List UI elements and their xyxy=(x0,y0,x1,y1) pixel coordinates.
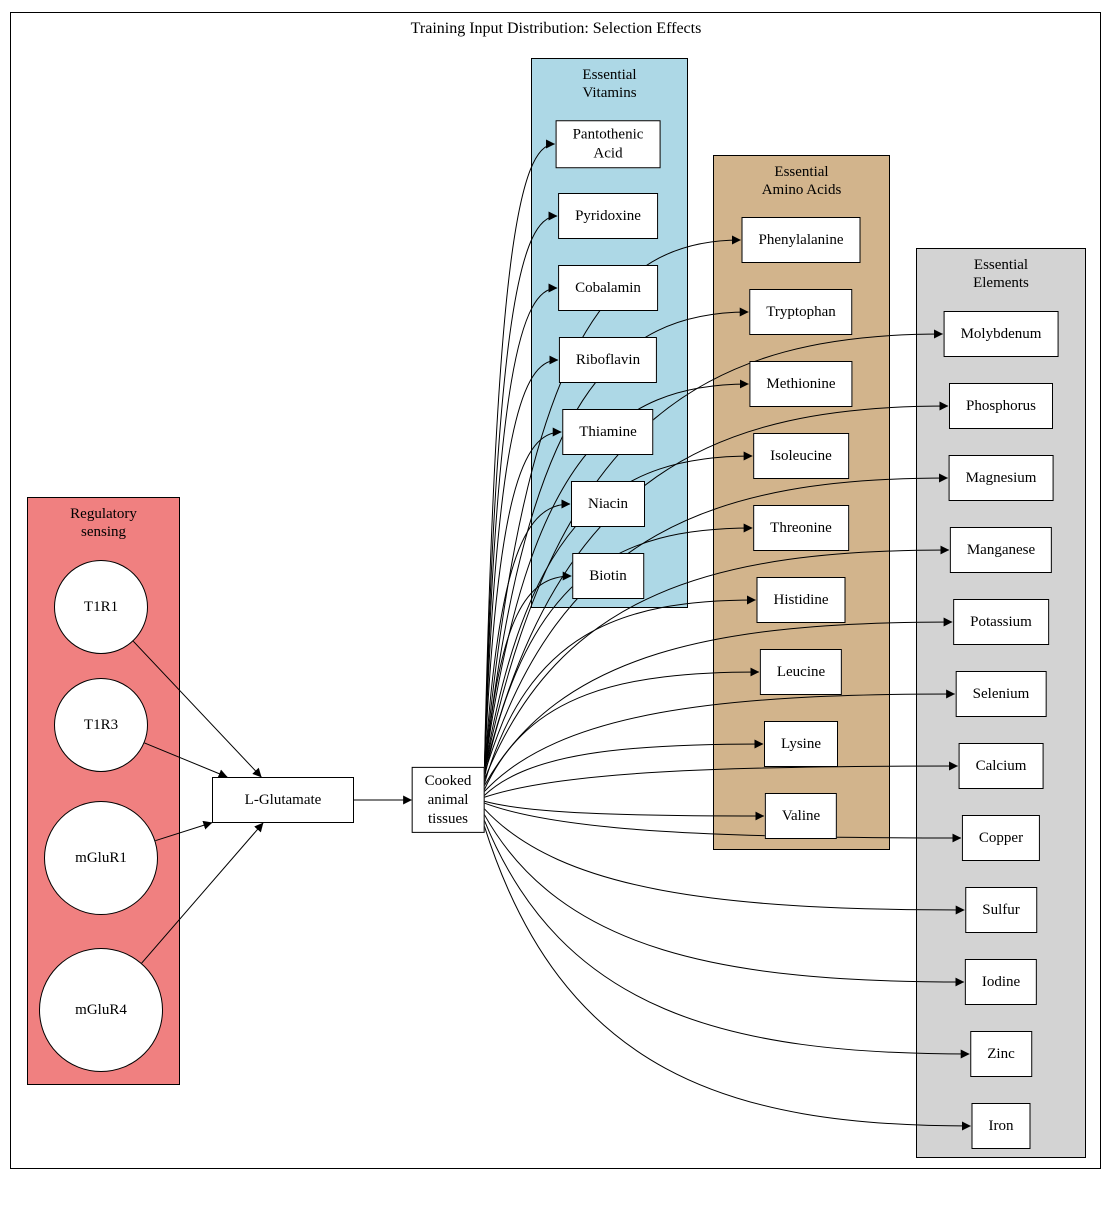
edge-cooked-v0 xyxy=(483,139,556,773)
node-pantothenic-acid: Pantothenic Acid xyxy=(555,120,661,168)
edge-cooked-v5 xyxy=(483,499,571,777)
node-selenium: Selenium xyxy=(955,671,1047,717)
edge-cooked-e4 xyxy=(483,617,953,787)
cluster-elements-label: Essential Elements xyxy=(973,257,1029,291)
edge-cooked-v4 xyxy=(483,427,562,773)
edge-cooked-e7 xyxy=(484,802,962,843)
edge-cooked-e0 xyxy=(483,329,944,773)
node-tryptophan: Tryptophan xyxy=(749,289,853,335)
edge-cooked-e10 xyxy=(483,820,970,1059)
node-cobalamin: Cobalamin xyxy=(558,265,658,311)
edge-cooked-v2 xyxy=(483,283,558,773)
node-calcium: Calcium xyxy=(958,743,1044,789)
node-t1r3: T1R3 xyxy=(54,678,148,772)
edge-cooked-v1 xyxy=(483,211,558,773)
edge-cooked-e2 xyxy=(483,473,949,775)
node-niacin: Niacin xyxy=(571,481,645,527)
edge-t1r1-lglu xyxy=(132,640,262,778)
node-leucine: Leucine xyxy=(759,649,843,695)
edge-cooked-e1 xyxy=(483,401,949,773)
node-magnesium: Magnesium xyxy=(948,455,1054,501)
node-methionine: Methionine xyxy=(749,361,853,407)
edge-mglur4-lglu xyxy=(141,822,264,964)
node-cooked-animal-tissues: Cooked animal tissues xyxy=(411,766,485,834)
edge-cooked-v3 xyxy=(483,355,559,773)
node-phenylalanine: Phenylalanine xyxy=(741,217,861,263)
cluster-regulatory-label: Regulatory sensing xyxy=(70,506,137,540)
edge-cooked-a8 xyxy=(484,800,765,821)
edge-cooked-e9 xyxy=(483,814,965,987)
edge-mglur1-lglu xyxy=(155,820,213,842)
node-riboflavin: Riboflavin xyxy=(558,337,658,383)
node-iodine: Iodine xyxy=(964,959,1038,1005)
node-manganese: Manganese xyxy=(949,527,1053,573)
edge-cooked-e11 xyxy=(483,825,971,1131)
node-threonine: Threonine xyxy=(753,505,849,551)
node-sulfur: Sulfur xyxy=(965,887,1037,933)
node-histidine: Histidine xyxy=(756,577,846,623)
edge-t1r3-lglu xyxy=(144,742,228,778)
edge-cooked-e8 xyxy=(483,808,965,915)
node-copper: Copper xyxy=(961,815,1041,861)
diagram-frame xyxy=(10,12,1101,1169)
node-phosphorus: Phosphorus xyxy=(948,383,1054,429)
diagram-title: Training Input Distribution: Selection E… xyxy=(410,20,702,37)
node-biotin: Biotin xyxy=(572,553,644,599)
node-mglur1: mGluR1 xyxy=(44,801,158,915)
node-iron: Iron xyxy=(971,1103,1031,1149)
node-t1r1: T1R1 xyxy=(54,560,148,654)
node-thiamine: Thiamine xyxy=(562,409,654,455)
edge-cooked-a5 xyxy=(483,595,756,785)
cluster-amino-acids-label: Essential Amino Acids xyxy=(761,164,842,198)
node-l-glutamate: L-Glutamate xyxy=(212,777,354,823)
node-potassium: Potassium xyxy=(953,599,1049,645)
node-mglur4: mGluR4 xyxy=(39,948,163,1072)
node-valine: Valine xyxy=(764,793,838,839)
node-pyridoxine: Pyridoxine xyxy=(558,193,658,239)
node-molybdenum: Molybdenum xyxy=(943,311,1059,357)
edge-cooked-a7 xyxy=(483,739,764,796)
node-zinc: Zinc xyxy=(970,1031,1032,1077)
edge-cooked-e3 xyxy=(483,545,950,781)
cluster-vitamins-label: Essential Vitamins xyxy=(582,67,637,101)
edge-cooked-e6 xyxy=(484,761,959,798)
edge-cooked-e5 xyxy=(483,689,956,792)
edge-cooked-a1 xyxy=(483,307,749,773)
node-lysine: Lysine xyxy=(764,721,838,767)
node-isoleucine: Isoleucine xyxy=(753,433,849,479)
